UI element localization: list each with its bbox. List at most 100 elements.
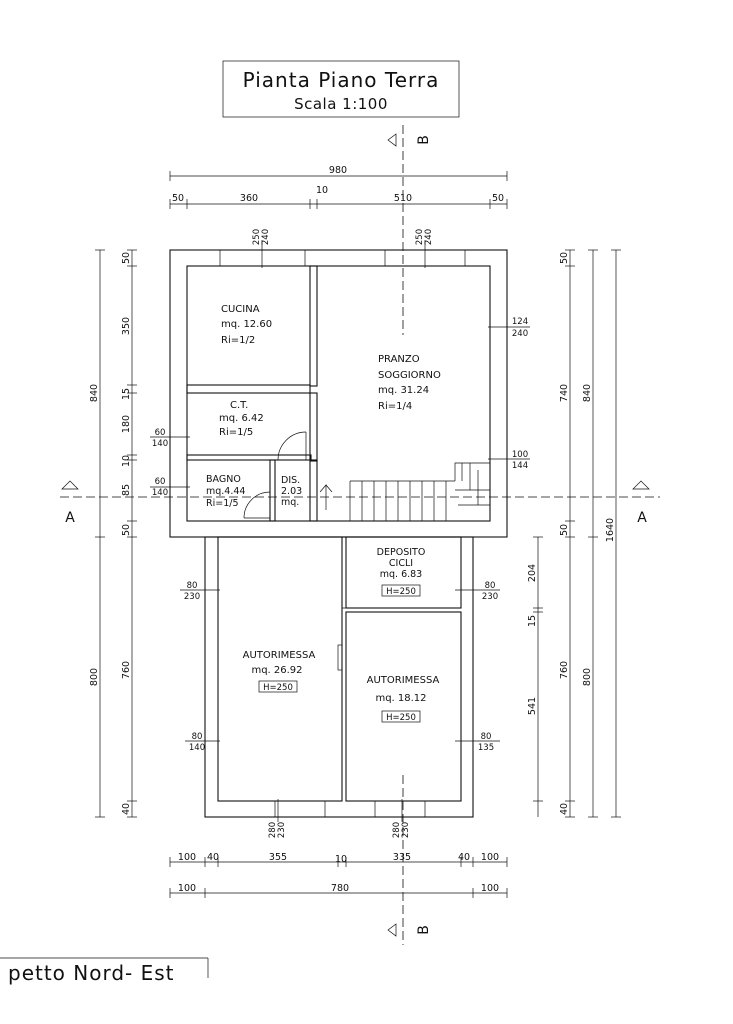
- window-h: 230: [277, 822, 287, 838]
- window-w: 280: [392, 822, 402, 838]
- room-ratio: Ri=1/5: [219, 427, 253, 438]
- dim-bottom-seg-2: 40: [207, 852, 219, 863]
- room-area: 2.03: [281, 486, 302, 497]
- dim-bottom-total-3: 100: [481, 883, 499, 894]
- dim-left-inner-7: 50: [121, 524, 132, 536]
- room-ratio: Ri=1/5: [206, 498, 239, 509]
- title-frame: [222, 60, 460, 118]
- window-w: 250: [415, 229, 425, 245]
- room-dis: DIS. 2.03 mq.: [281, 475, 302, 508]
- dim-right-inner-3: 50: [559, 524, 570, 536]
- dim-bottom-seg-6: 40: [458, 852, 470, 863]
- window-h: 140: [152, 439, 168, 449]
- dim-top-total: 980: [329, 165, 347, 176]
- room-area: mq. 26.92: [251, 665, 302, 676]
- dim-top-seg-3: 10: [316, 185, 328, 196]
- window-w: 80: [192, 732, 203, 742]
- dim-left-inner-3: 15: [121, 388, 132, 400]
- dim-right-outer-1: 1640: [605, 518, 616, 542]
- room-cucina: CUCINA mq. 12.60 Ri=1/2: [221, 304, 272, 346]
- dim-bottom-seg-4: 10: [335, 854, 347, 865]
- window-w: 100: [512, 450, 528, 460]
- room-height: H=250: [386, 587, 416, 597]
- dim-right-outer-2: 800: [582, 668, 593, 686]
- room-area: mq. 12.60: [221, 319, 272, 330]
- dim-right-inner-5: 15: [527, 615, 538, 627]
- dim-left-inner-6: 85: [121, 484, 132, 496]
- dim-left-inner-1: 50: [121, 252, 132, 264]
- room-area: mq. 6.83: [380, 569, 422, 580]
- dim-top-seg-1: 50: [172, 193, 184, 204]
- section-b-arrow-top: [387, 133, 397, 147]
- section-b-label-bottom: B: [416, 925, 432, 935]
- room-name-2: CICLI: [389, 558, 413, 569]
- room-name-2: SOGGIORNO: [378, 370, 441, 381]
- room-ratio: Ri=1/4: [378, 401, 412, 412]
- section-b-line: B B: [387, 125, 432, 945]
- dim-top-seg-2: 360: [240, 193, 258, 204]
- window-w: 124: [512, 317, 528, 327]
- dim-left-inner-9: 40: [121, 803, 132, 815]
- dim-left-inner-2: 350: [121, 317, 132, 335]
- room-name: DIS.: [281, 475, 300, 486]
- window-h: 140: [189, 743, 205, 753]
- window-h: 230: [482, 592, 498, 602]
- section-a-arrow-left: [61, 480, 79, 490]
- dim-bottom-seg-7: 100: [481, 852, 499, 863]
- window-labels-left: 60 140 60 140 80 230 80 140: [150, 428, 220, 753]
- window-w: 280: [268, 822, 278, 838]
- room-deposito-cicli: DEPOSITO CICLI mq. 6.83 H=250: [377, 547, 426, 597]
- room-area: mq. 6.42: [219, 413, 264, 424]
- room-bagno: BAGNO mq.4.44 Ri=1/5: [206, 474, 245, 509]
- dim-right-inner-1: 50: [559, 252, 570, 264]
- height-box: [381, 710, 421, 723]
- room-height: H=250: [386, 713, 416, 723]
- section-b-arrow-bottom: [387, 923, 397, 937]
- dimensions-bottom: 100 40 355 10 335 40 100 100 780 100: [169, 852, 508, 898]
- window-h: 144: [512, 461, 528, 471]
- dim-left-outer-2: 800: [89, 668, 100, 686]
- dim-bottom-seg-3: 355: [269, 852, 287, 863]
- dim-top-seg-5: 50: [492, 193, 504, 204]
- window-w: 80: [485, 581, 496, 591]
- window-h: 240: [261, 229, 271, 245]
- dim-left-outer-1: 840: [89, 384, 100, 402]
- dim-bottom-seg-5: 335: [393, 852, 411, 863]
- dim-bottom-total-1: 100: [178, 883, 196, 894]
- title-block: Pianta Piano Terra Scala 1:100: [222, 60, 460, 118]
- dim-right-mid-2: 760: [559, 661, 570, 679]
- dim-right-inner-6: 541: [527, 697, 538, 715]
- window-w: 250: [252, 229, 262, 245]
- dim-bottom-seg-1: 100: [178, 852, 196, 863]
- dim-top-seg-4: 510: [394, 193, 412, 204]
- section-a-arrow-right: [632, 480, 650, 490]
- window-w: 60: [155, 428, 166, 438]
- room-area: mq. 31.24: [378, 385, 429, 396]
- walls-upper: [169, 249, 508, 538]
- window-labels-top: 250 240 250 240: [252, 229, 434, 268]
- staircase: [319, 462, 490, 521]
- room-name: CUCINA: [221, 304, 260, 315]
- section-b-label-top: B: [416, 135, 432, 145]
- section-a-line: A A: [60, 480, 660, 526]
- window-labels-bottom: 280 230 280 230: [268, 799, 411, 838]
- dim-left-inner-8: 760: [121, 661, 132, 679]
- dim-bottom-total-2: 780: [331, 883, 349, 894]
- next-sheet-title: petto Nord- Est: [0, 957, 209, 985]
- dim-right-inner-7: 40: [559, 803, 570, 815]
- room-autorimessa-2: AUTORIMESSA mq. 18.12 H=250: [367, 675, 440, 723]
- room-unit: mq.: [281, 497, 299, 508]
- dim-right-mid-1: 840: [582, 384, 593, 402]
- room-area: mq.4.44: [206, 486, 245, 497]
- title-text: Pianta Piano Terra: [243, 68, 440, 92]
- section-a-label-left: A: [65, 510, 75, 526]
- dimensions-left: 840 800 50 350 15 180 10 85 50 760 40: [89, 249, 137, 818]
- window-h: 240: [424, 229, 434, 245]
- dimensions-top: 980 50 360 10 510 50: [169, 165, 508, 209]
- window-w: 80: [187, 581, 198, 591]
- window-w: 80: [481, 732, 492, 742]
- room-area: mq. 18.12: [375, 693, 426, 704]
- window-labels-right: 124 240 100 144 80 230 80 135: [455, 317, 530, 753]
- section-a-label-right: A: [637, 510, 647, 526]
